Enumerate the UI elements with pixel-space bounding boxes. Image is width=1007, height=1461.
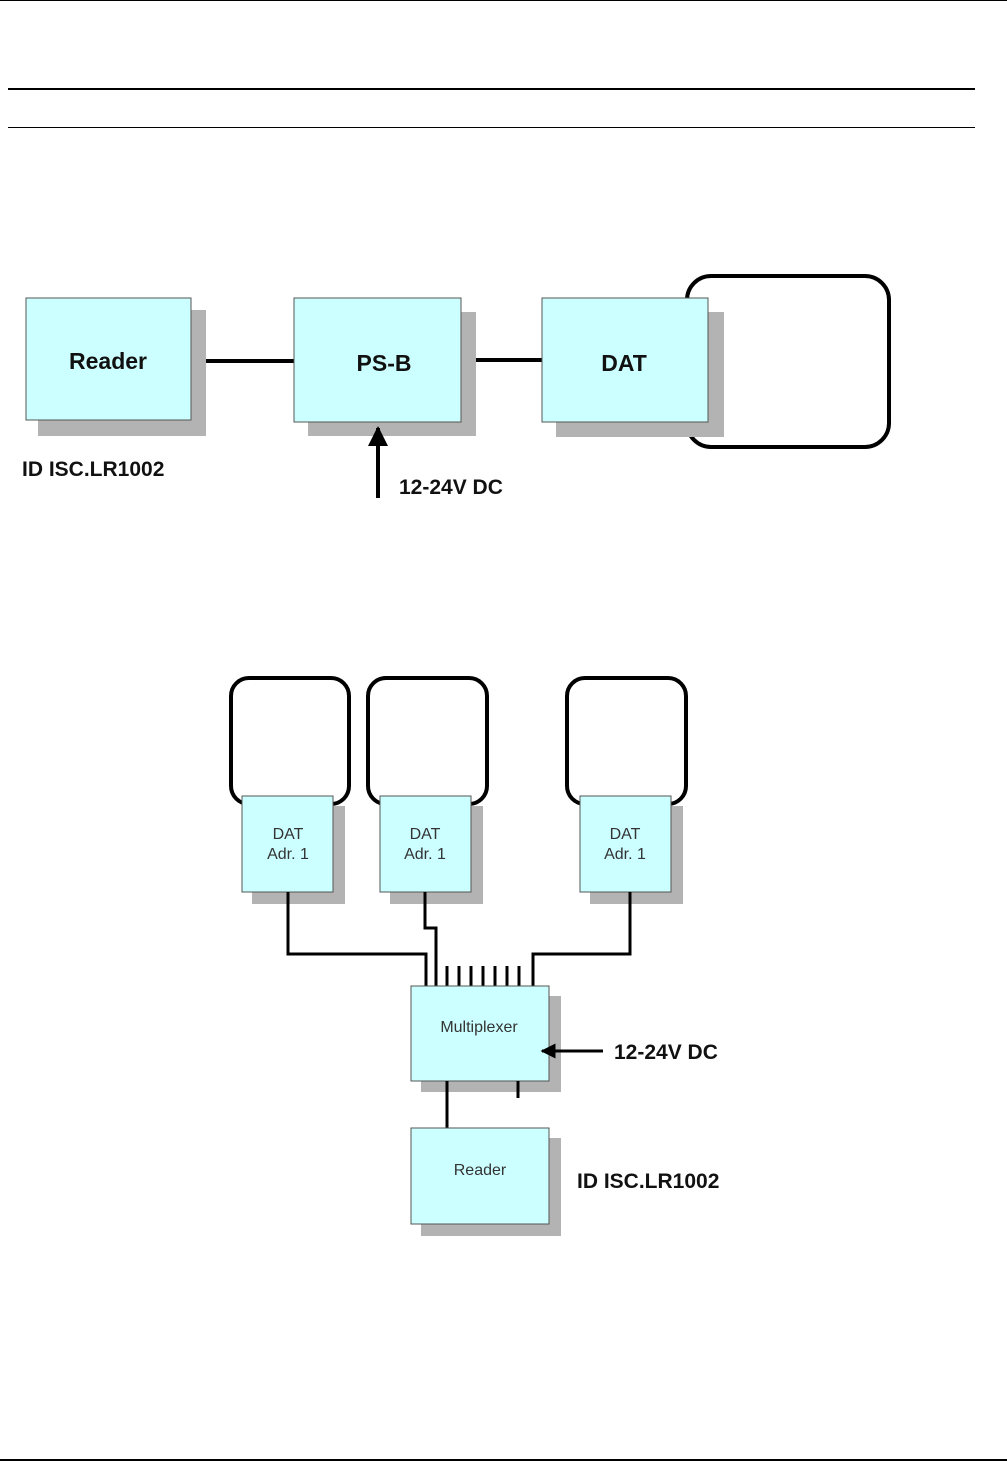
antenna-loop [567,678,686,804]
diagram-single-antenna: Reader PS-B DAT ID ISC.LR1002 12-24V DC [22,276,889,499]
dat-unit-line2: Adr. 1 [404,846,446,863]
reader-caption: ID ISC.LR1002 [577,1170,719,1193]
reader-caption: ID ISC.LR1002 [22,458,164,481]
psb-box: PS-B [294,298,476,436]
dat-unit: DAT Adr. 1 [580,796,683,904]
dat-unit-line2: Adr. 1 [267,846,309,863]
dat-unit-line1: DAT [273,826,304,843]
dat-unit-line1: DAT [410,826,441,843]
dat-label: DAT [601,350,647,376]
power-caption: 12-24V DC [399,476,503,499]
reader-box: Reader [411,1128,561,1236]
dat1-cable [288,892,426,986]
power-caption: 12-24V DC [614,1041,718,1064]
dat-unit: DAT Adr. 1 [242,796,345,904]
reader-label: Reader [454,1162,507,1179]
dat-unit-line2: Adr. 1 [604,846,646,863]
dat-unit-line1: DAT [610,826,641,843]
antenna-loop [231,678,349,804]
dat-box: DAT [542,298,724,437]
multiplexer-box: Multiplexer [411,986,561,1092]
diagram-multiplexer: DAT Adr. 1 DAT Adr. 1 DAT Adr. 1 [231,678,719,1236]
antenna-loop [368,678,487,804]
multiplexer-label: Multiplexer [440,1019,518,1036]
multiplexer-ports [447,966,519,986]
reader-box: Reader [26,298,206,436]
dat-unit: DAT Adr. 1 [380,796,483,904]
dat3-cable [533,892,630,986]
psb-label: PS-B [357,350,412,376]
reader-label: Reader [69,348,147,374]
